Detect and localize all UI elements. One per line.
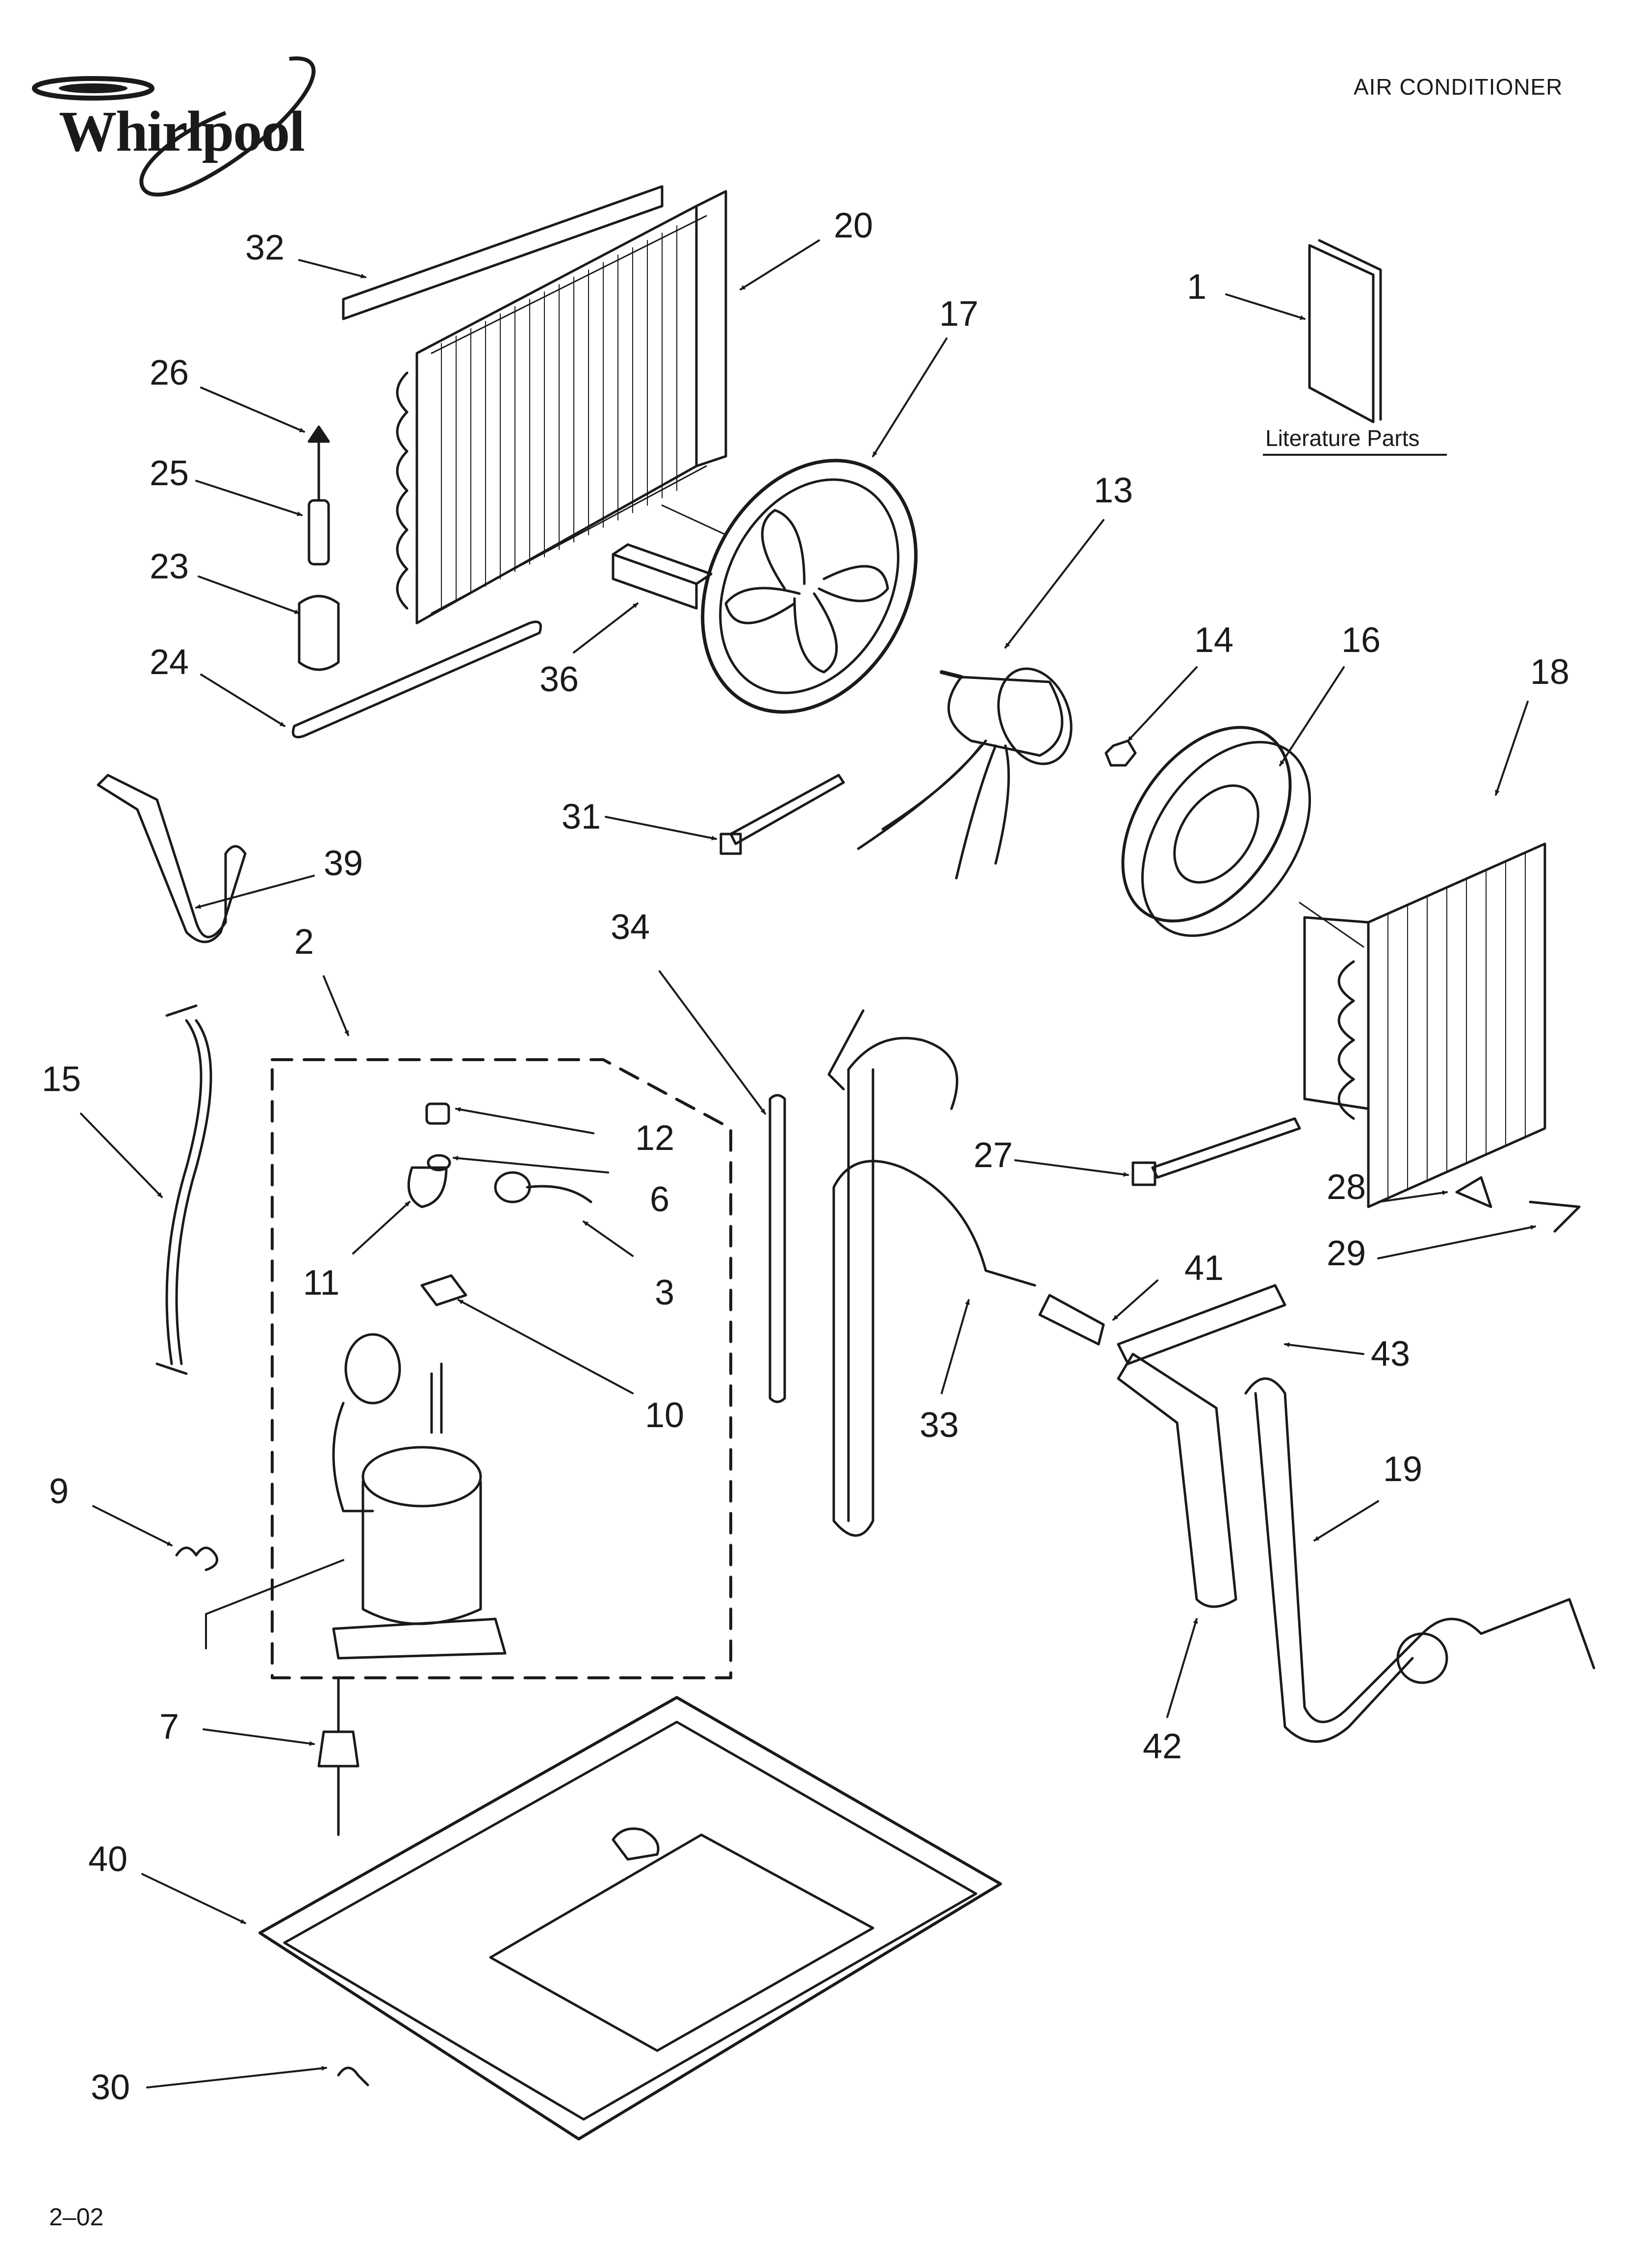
- part-31-cable-tie: [719, 774, 845, 855]
- part-7-grommet: [317, 1676, 359, 1836]
- product-title: AIR CONDITIONER: [1354, 74, 1563, 100]
- callout-14: 14: [1194, 621, 1234, 660]
- callout-34: 34: [610, 908, 650, 947]
- leader-arrows: [80, 239, 1536, 2088]
- part-42-tube: [1117, 1353, 1237, 1608]
- part-13-fan-motor: [857, 667, 1073, 880]
- callout-32: 32: [245, 228, 285, 267]
- part-17-fan-shroud: [661, 459, 918, 714]
- brand-wordmark: Whirlpool: [59, 99, 305, 163]
- part-1-literature-booklet: [1308, 239, 1382, 423]
- callout-9: 9: [49, 1472, 69, 1511]
- callout-3: 3: [654, 1273, 675, 1312]
- callout-10: 10: [644, 1396, 685, 1435]
- callout-40: 40: [88, 1840, 128, 1879]
- literature-parts-label: Literature Parts: [1265, 425, 1420, 451]
- callout-42: 42: [1142, 1727, 1182, 1766]
- callout-23: 23: [149, 547, 189, 586]
- callout-16: 16: [1341, 621, 1381, 660]
- callout-2: 2: [294, 922, 314, 962]
- callout-18: 18: [1530, 652, 1570, 692]
- part-30-clip: [337, 2066, 369, 2086]
- part-32-strip: [342, 185, 664, 320]
- part-15-wire-harness: [155, 1004, 212, 1375]
- part-9-clip: [175, 1546, 344, 1649]
- callout-27: 27: [973, 1136, 1013, 1175]
- callout-39: 39: [323, 844, 363, 883]
- callout-15: 15: [41, 1060, 81, 1099]
- part-11-grommet: [407, 1166, 448, 1208]
- callout-1: 1: [1186, 267, 1207, 307]
- callout-30: 30: [90, 2068, 130, 2107]
- part-33-refrigerant-line: [827, 1009, 1036, 1537]
- callout-41: 41: [1184, 1249, 1224, 1288]
- part-40-base-pan: [258, 1696, 1002, 2140]
- part-compressor: [332, 1333, 507, 1660]
- part-27-cable-tie: [1131, 1117, 1301, 1186]
- callout-29: 29: [1326, 1234, 1366, 1273]
- literature-underline: [1263, 454, 1447, 456]
- callout-19: 19: [1383, 1450, 1423, 1489]
- part-34-tube: [769, 1094, 786, 1403]
- part-3-overload-protector: [494, 1171, 592, 1203]
- part-20-condenser-coil: [396, 190, 727, 625]
- part-39-bracket: [97, 774, 247, 943]
- callout-31: 31: [561, 797, 601, 836]
- part-36-foam-block: [612, 543, 713, 610]
- part-19-drain-hose: [1244, 1377, 1595, 1743]
- callout-43: 43: [1370, 1334, 1411, 1374]
- part-2-compressor-assembly-outline: [271, 1058, 732, 1679]
- callout-6: 6: [649, 1180, 670, 1219]
- callout-26: 26: [149, 353, 189, 392]
- callout-11: 11: [303, 1263, 340, 1303]
- part-16-blower-wheel: [1121, 726, 1364, 948]
- callout-25: 25: [149, 454, 189, 493]
- whirlpool-logo: [15, 49, 358, 211]
- callout-36: 36: [539, 660, 579, 699]
- part-18-evaporator-coil: [1303, 842, 1546, 1208]
- callout-12: 12: [635, 1119, 675, 1158]
- part-12-nut: [425, 1102, 450, 1125]
- callout-24: 24: [149, 643, 189, 682]
- callout-28: 28: [1326, 1168, 1366, 1207]
- callout-20: 20: [833, 206, 873, 245]
- part-43-tube: [1117, 1284, 1286, 1365]
- callout-33: 33: [919, 1406, 959, 1445]
- part-6-washer: [427, 1154, 451, 1172]
- callout-17: 17: [939, 294, 979, 334]
- part-24-capillary-tube: [292, 621, 542, 738]
- part-10-mounting-plate: [420, 1274, 467, 1306]
- part-41-connector: [1038, 1294, 1105, 1346]
- part-28-clip: [1455, 1176, 1492, 1208]
- revision-code: 2–02: [49, 2203, 104, 2231]
- part-26-25-23-sensor: [298, 425, 340, 671]
- callout-7: 7: [159, 1707, 180, 1747]
- callout-13: 13: [1093, 471, 1133, 510]
- logo-swirl-icon: [32, 56, 316, 197]
- part-14-nut: [1104, 739, 1137, 767]
- part-29-hook: [1529, 1200, 1581, 1233]
